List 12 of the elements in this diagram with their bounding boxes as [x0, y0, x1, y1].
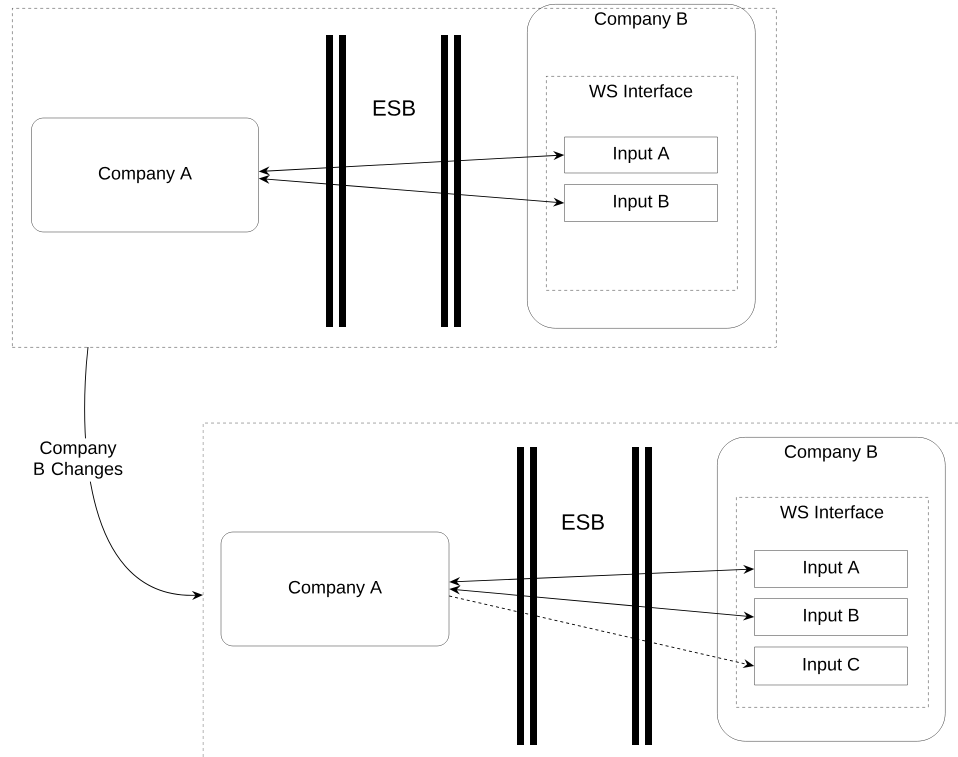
input-box: Input B [754, 598, 908, 636]
edge-label: Company B Changes [22, 438, 134, 482]
input-box: Input A [754, 550, 908, 588]
dashed-frame [202, 422, 958, 757]
input-box: Input A [564, 136, 718, 174]
bus-label: ESB [562, 514, 604, 530]
company-box: Company A [31, 118, 259, 232]
input-box: Input B [564, 184, 718, 222]
company-box: Company A [220, 532, 450, 646]
bus-label: ESB [374, 100, 415, 116]
input-box: Input C [754, 646, 908, 686]
dashed-frame [12, 8, 776, 348]
